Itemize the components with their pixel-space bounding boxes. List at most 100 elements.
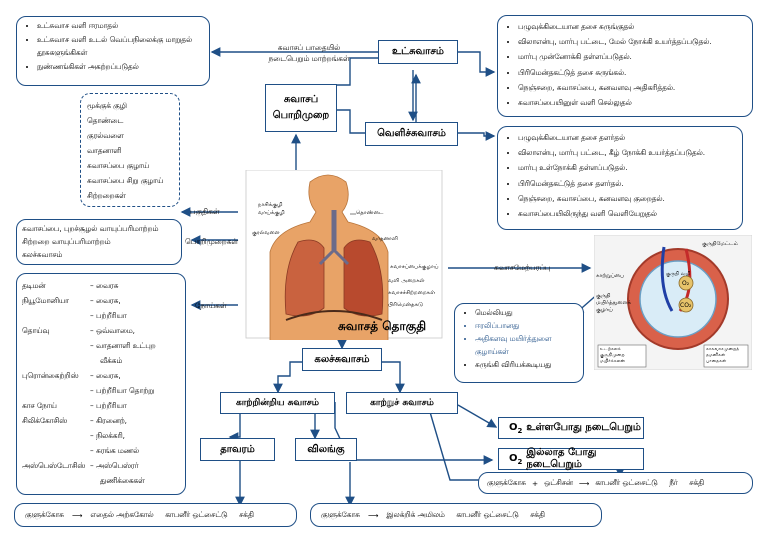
diagram-label: வாதனாளி xyxy=(372,236,399,242)
mechanisms-box: சுவாசப்பை, புறச்சூழல் வாயுப்பரிமாற்றம் ச… xyxy=(16,219,182,265)
part-item: குரல்வளை xyxy=(87,131,124,140)
pathway-item: உட்சுவாச வளி ஈரமாதல் xyxy=(37,19,205,33)
mechanism-line2: பொறிமுறை xyxy=(272,110,330,121)
disease-row: – பற்றீரியா xyxy=(90,311,127,320)
aerobic-label: காற்றுச் சுவாசம் xyxy=(370,397,434,408)
inhale-step: சுவாசப்பையினுள் வளி செல்லுதல் xyxy=(518,95,748,110)
anaerobic-node: காற்றின்றிய சுவாசம் xyxy=(220,392,335,414)
inhale-steps-box: பழுவுக்கிடையான தசை சுருங்குதல் விலாஎன்பு… xyxy=(497,15,753,117)
gas-label: CO₂ xyxy=(680,302,692,309)
without-oxygen-label: இல்லாத போது நடைபெறும் xyxy=(526,447,597,470)
disease-row: வீக்கம் xyxy=(100,356,123,365)
mechanisms-line: சுவாசப்பை, புறச்சூழல் வாயுப்பரிமாற்றம் xyxy=(22,224,159,233)
mechanisms-line: சிற்றறை வாயுப்பரிமாற்றம் xyxy=(22,237,111,246)
parts-box: மூக்குக் குழி தொண்டை குரல்வளை வாதனாளி சு… xyxy=(80,93,180,207)
pathway-item: உட்சுவாச வளி உடல் வெப்பநிலைக்கு மாறுதல் … xyxy=(37,33,197,60)
inhale-step: விலாஎன்பு, மார்பு பட்டை, மேல் நோக்கி உயர… xyxy=(518,34,748,49)
disease-row: சிலிக்கோசிஸ்– கிரனைற், xyxy=(22,416,127,425)
inhale-step: மார்பு முன்னோக்கி தள்ளப்படுதல். xyxy=(518,49,748,64)
disease-row: – பற்றீரியா தொற்று xyxy=(90,386,155,395)
part-item: சுவாசப்பை சிறு குழாய் xyxy=(87,176,164,185)
plant-label: தாவரம் xyxy=(220,443,255,455)
exhale-step: விலாஎன்பு, மார்பு பட்டை, கீழ் நோக்கி உயர… xyxy=(518,145,738,160)
eq-products: எதைல் அற்ககோல் காபனீர் ஒட்சைட்டு சக்தி xyxy=(90,510,254,519)
diagram-label: சுவாசப்பைக்குழாய் xyxy=(390,264,439,270)
mechanism-node: சுவாசப் பொறிமுறை xyxy=(265,84,337,132)
part-item: வாதனாளி xyxy=(87,146,122,155)
diagram-title: சுவாசத் தொகுதி xyxy=(338,319,427,333)
o2-symbol: O2 xyxy=(509,421,523,435)
exhale-step: பழுவுக்கிடையான தசை தளர்தல் xyxy=(518,130,738,145)
exhale-step: சுவாசப்பையிலிருந்து வளி வெளியேறுதல் xyxy=(518,206,738,221)
disease-row: தொய்வு– ஒவ்வாமை, xyxy=(22,326,135,335)
alveolus-illustration xyxy=(593,234,753,371)
reaction-arrow-icon: ⟶ xyxy=(367,510,379,520)
exhale-label: வெளிச்சுவாசம் xyxy=(377,128,446,139)
diagram-label: நாசிக்குழி xyxy=(258,202,283,208)
anaerobic-label: காற்றின்றிய சுவாசம் xyxy=(235,397,320,408)
disease-row: – நிலக்கரி, xyxy=(90,431,125,440)
gas-label: குருதிமேட்டம் xyxy=(702,241,738,247)
inhale-label: உட்சுவாசம் xyxy=(392,46,444,57)
exhale-step: நெஞ்சறை, சுவாசப்பை, கனவளவு குறைதல். xyxy=(518,191,738,206)
gas-label: O₂ xyxy=(682,280,690,287)
diagram-label: வளி அறைகள் xyxy=(388,278,425,284)
pathway-label-line1: சுவாசப் பாதையில் xyxy=(277,43,341,52)
pathway-box: உட்சுவாச வளி ஈரமாதல் உட்சுவாச வளி உடல் வ… xyxy=(16,16,210,86)
diagram-label: பிரிமென்தகடு xyxy=(388,302,424,308)
part-item: மூக்குக் குழி xyxy=(87,101,127,110)
inhale-step: பழுவுக்கிடையான தசை சுருங்குதல் xyxy=(518,19,748,34)
parts-label: பகுதிகள் xyxy=(190,207,220,216)
reaction-arrow-icon: ⟶ xyxy=(578,478,590,488)
mechanisms-line: கலச்சுவாசம் xyxy=(22,250,63,259)
eq-reactant: குளுக்கோசு xyxy=(321,510,360,519)
surface-item: ஈரலிப்பானது xyxy=(475,319,579,332)
eq-products: இலக்றிக் அமிலம் காபனீர் ஒட்சைட்டு சக்தி xyxy=(386,510,545,519)
disease-row: புரொன்கைற்றிஸ்– வைரசு, xyxy=(22,371,121,380)
exhale-steps-box: பழுவுக்கிடையான தசை தளர்தல் விலாஎன்பு, மா… xyxy=(497,126,743,230)
part-item: தொண்டை xyxy=(87,116,124,125)
gas-label: காற்றுப்பை xyxy=(596,273,625,279)
disease-row: அஸ்பெஸ்டோசிஸ்– அஸ்பெஸ்ரர் xyxy=(22,461,139,470)
gas-label: உடற்கலக் குருதிமுறை மயிர்க்கலன் xyxy=(600,347,625,364)
inhale-node: உட்சுவாசம் xyxy=(378,40,458,64)
reaction-arrow-icon: ⟶ xyxy=(71,510,83,520)
gas-label: காசுவாசமுறைத் தமனிகள் பாதைகள் xyxy=(706,347,740,364)
aerobic-node: காற்றுச் சுவாசம் xyxy=(346,392,458,414)
pathway-item: நுண்ணங்கிகள் அகற்றப்படுதல் xyxy=(37,60,205,74)
gas-label: குருதி வழி xyxy=(666,271,691,277)
cellular-respiration-node: கலச்சுவாசம் xyxy=(302,348,382,371)
disease-row: நியூமோனியா– வைரசு, xyxy=(22,296,121,305)
cellular-label: கலச்சுவாசம் xyxy=(314,353,370,365)
plant-node: தாவரம் xyxy=(200,438,275,461)
pathway-label: சுவாசப் பாதையில் நடைபெறும் மாற்றங்கள் xyxy=(252,42,366,64)
diagram-label: சுவாசச்சிற்றறைகள் xyxy=(388,290,436,296)
with-oxygen-node: O2 உள்ளபோது நடைபெறும் xyxy=(498,417,644,439)
disease-row: காச நோய்– பற்றீரியா xyxy=(22,401,127,410)
surface-item: சுருங்கி விரியக்கூடியது xyxy=(475,358,579,371)
exhale-step: மார்பு உள்நோக்கி தள்ளப்படுதல். xyxy=(518,160,738,175)
gas-label: குருதி மயிர்த்துளைக் குழாய் xyxy=(596,293,631,313)
disease-row: – வாதனாளி உட்புற xyxy=(90,341,156,350)
diseases-label: நோய்கள் xyxy=(195,301,227,310)
animal-equation: குளுக்கோசு ⟶ இலக்றிக் அமிலம் காபனீர் ஒட்… xyxy=(310,503,602,527)
animal-label: விலங்கு xyxy=(307,443,345,455)
exhale-node: வெளிச்சுவாசம் xyxy=(365,122,458,146)
o2-symbol: O2 xyxy=(509,452,523,466)
respiratory-illustration xyxy=(245,169,443,343)
respiratory-system-diagram: நாசிக்குழி வாய்க்குழி குரல்வளை தொண்டை வா… xyxy=(238,169,448,343)
surface-item: மெல்லியது xyxy=(475,306,579,319)
eq-reactant: குளுக்கோசு xyxy=(487,478,526,487)
inhale-step: பிரிமென்தகட்டுத் தசை சுருங்கல். xyxy=(518,65,748,80)
exhale-step: பிரிமென்தகட்டுத் தசை தளர்தல். xyxy=(518,176,738,191)
diagram-label: தொண்டை xyxy=(356,210,384,216)
mechanism-line1: சுவாசப் xyxy=(283,94,319,105)
diseases-list: தடிமன்– வைரசு நியூமோனியா– வைரசு, – பற்றீ… xyxy=(22,278,180,488)
diseases-box: தடிமன்– வைரசு நியூமோனியா– வைரசு, – பற்றீ… xyxy=(16,273,186,495)
animal-node: விலங்கு xyxy=(295,438,357,461)
disease-row: துணிக்கைகள் xyxy=(100,476,145,485)
diagram-label: குரல்வளை xyxy=(252,230,280,236)
surface-properties-box: மெல்லியது ஈரலிப்பானது அதிகளவு மயிர்த்துள… xyxy=(454,303,584,383)
eq-reactant: குளுக்கோசு xyxy=(25,510,64,519)
